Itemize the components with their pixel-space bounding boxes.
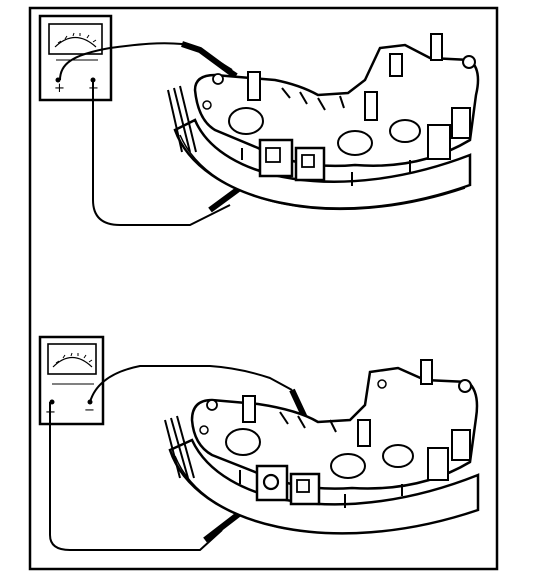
diode-connector [451, 429, 471, 461]
rectifier-top [167, 33, 480, 211]
terminal-stud [364, 91, 378, 121]
meter-dial-window [48, 23, 103, 55]
terminal-stud [389, 53, 403, 77]
diode-connector [427, 447, 449, 481]
connector-socket [265, 147, 281, 163]
terminal-stud [242, 395, 256, 423]
mount-hole [377, 379, 387, 389]
heat-sink-edge [179, 134, 466, 211]
meter-scale-arc [52, 356, 93, 368]
connector-socket [301, 154, 315, 168]
figure-frame [28, 6, 499, 571]
diode-connector [451, 107, 471, 139]
diode-hole [330, 453, 366, 479]
heat-sink-fins [164, 415, 195, 479]
test-probe-upper [181, 41, 238, 79]
terminal-stud [247, 71, 261, 101]
mount-hole [199, 425, 209, 435]
mount-hole [458, 379, 472, 393]
terminal-stud [420, 359, 433, 385]
meter-scale-ticks [57, 32, 97, 44]
heat-sink-fins [167, 85, 197, 153]
meter-plus-label: + [54, 81, 65, 96]
meter-minus-label: − [84, 403, 95, 418]
terminal-pins [239, 470, 403, 508]
test-lead-lower [92, 80, 231, 226]
mount-hole [206, 399, 218, 411]
terminal-stud [430, 33, 443, 61]
diode-hole [225, 428, 261, 456]
connector-socket [262, 473, 280, 491]
mount-hole [462, 55, 476, 69]
terminal-pins [241, 148, 411, 186]
panel-bottom: + − [38, 335, 480, 551]
diode-connector [427, 124, 451, 160]
test-lead-upper [59, 42, 233, 81]
diode-hole [389, 119, 421, 143]
rectifier-bottom [164, 359, 480, 535]
board-ribs [281, 87, 345, 111]
meter-scale-ticks [55, 352, 93, 364]
meter-dial-window [47, 343, 97, 375]
heat-sink-edge [174, 455, 473, 535]
meter-scale-arc [54, 36, 97, 48]
terminal-stud [357, 419, 371, 447]
diode-hole [337, 130, 373, 156]
test-lead-upper [89, 365, 293, 403]
connector-socket [296, 479, 310, 493]
diode-hole [382, 444, 414, 468]
test-lead-lower [49, 402, 223, 551]
board-ribs [279, 411, 337, 433]
mount-hole [212, 73, 224, 85]
diode-hole [228, 107, 264, 135]
mount-hole [202, 100, 212, 110]
panel-top: + − [38, 14, 480, 226]
multimeter-top: + − [38, 14, 113, 102]
